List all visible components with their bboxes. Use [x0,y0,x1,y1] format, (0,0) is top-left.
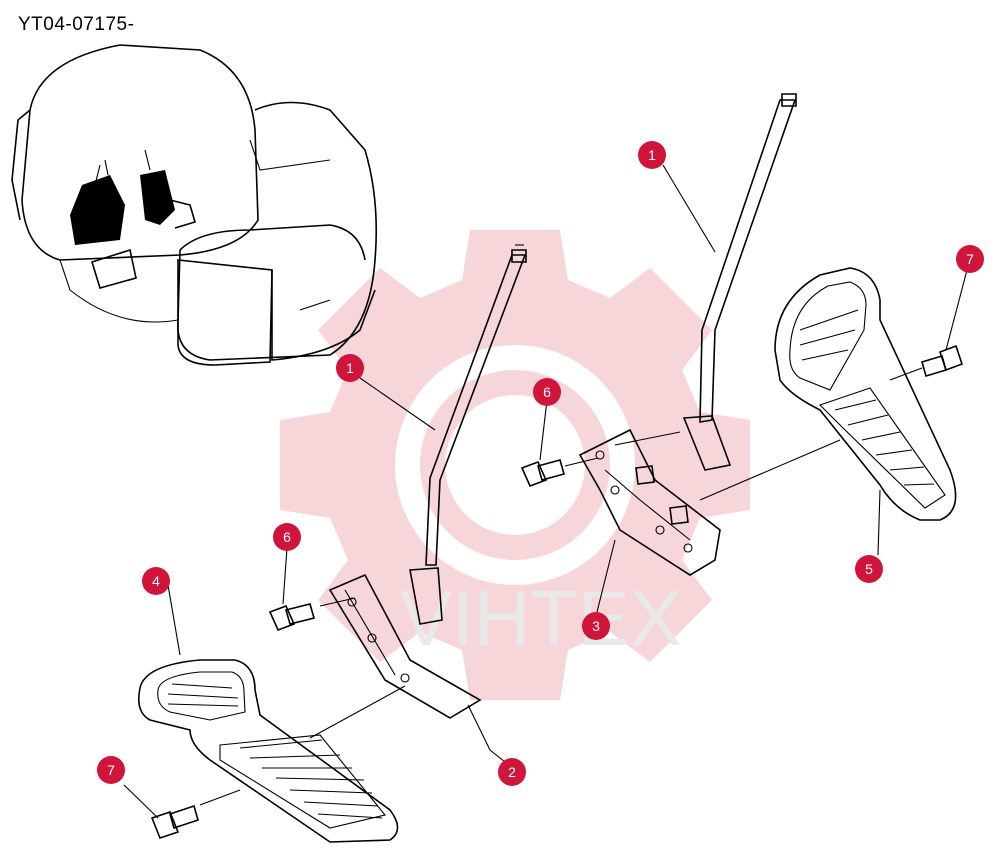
pedal-rod-left [409,244,527,625]
bracket-right [578,428,721,576]
callout-label: 4 [152,573,160,589]
callout-5: 5 [855,555,883,583]
leader-lines [123,164,968,819]
callout-3: 3 [582,612,610,640]
callout-7-left: 7 [97,756,125,784]
seat-assembly-illustration [11,44,378,366]
callout-label: 7 [966,251,974,267]
callout-label: 6 [283,529,291,545]
callout-7-right: 7 [956,245,984,273]
pedal-right [774,267,957,521]
callout-label: 5 [865,561,873,577]
pedal-left [137,659,399,843]
callout-label: 3 [592,618,600,634]
callout-6-left: 6 [273,523,301,551]
watermark-gear-icon [280,230,750,700]
diagram-title: YT04-07175- [18,14,135,35]
callout-label: 6 [543,384,551,400]
pedal-rod-right [682,93,797,471]
callout-4: 4 [142,567,170,595]
bolt-6-right [520,459,565,488]
callout-1-right: 1 [638,141,666,169]
bolt-7-left [150,804,199,839]
bolt-7-right [921,344,964,377]
callout-label: 1 [346,360,354,376]
callout-label: 7 [107,762,115,778]
bolt-6-left [268,603,315,632]
bracket-left [328,573,482,719]
callout-label: 1 [648,147,656,163]
callout-label: 2 [508,764,516,780]
watermark-text: VIHTEX [400,574,682,662]
callout-2: 2 [498,758,526,786]
callout-6-right: 6 [533,378,561,406]
callout-1-left: 1 [336,354,364,382]
